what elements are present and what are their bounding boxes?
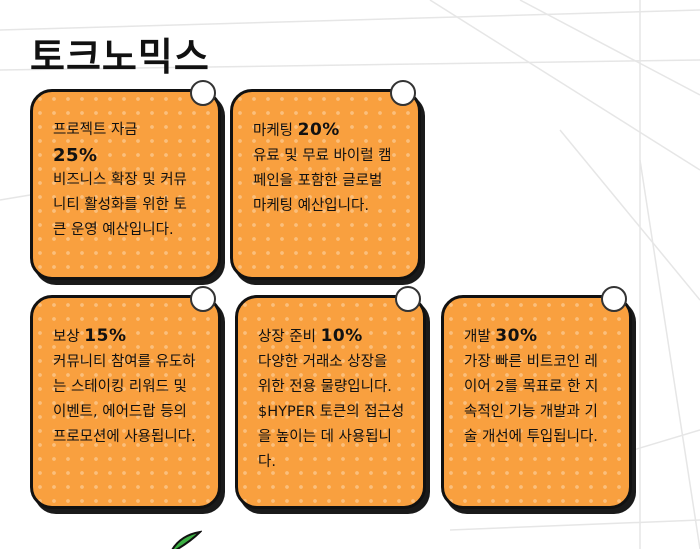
tokenomics-card-marketing: 마케팅 20% 유료 및 무료 바이럴 캠페인을 포함한 글로벌 마케팅 예산입… [230,80,421,280]
card-label: 프로젝트 자금 [53,122,138,138]
pin-icon [190,80,216,106]
card-label: 마케팅 [253,123,294,139]
card-label: 상장 준비 [258,329,316,345]
leaf-icon [171,530,202,549]
card-heading: 보상 15% [53,324,200,350]
card-description: 커뮤니티 참여를 유도하는 스테이킹 리워드 및 이벤트, 에어드랍 등의 프로… [53,354,196,445]
tokenomics-card-project-funds: 프로젝트 자금 25% 비즈니스 확장 및 커뮤니티 활성화를 위한 토큰 운영… [30,80,221,280]
tokenomics-card-rewards: 보상 15% 커뮤니티 참여를 유도하는 스테이킹 리워드 및 이벤트, 에어드… [30,286,221,509]
page-title: 토크노믹스 [30,35,210,79]
card-percent: 10% [320,326,363,346]
card-label: 보상 [53,329,80,345]
card-description: 비즈니스 확장 및 커뮤니티 활성화를 위한 토큰 운영 예산입니다. [53,172,187,238]
card-heading: 마케팅 20% [253,118,400,144]
card-description: 가장 빠른 비트코인 레이어 2를 목표로 한 지속적인 기능 개발과 기술 개… [464,354,599,445]
pin-icon [395,286,421,312]
card-percent: 25% [53,145,98,166]
card-percent: 15% [84,326,127,346]
card-description: 유료 및 무료 바이럴 캠페인을 포함한 글로벌 마케팅 예산입니다. [253,148,392,214]
pin-icon [601,286,627,312]
card-description: 다양한 거래소 상장을 위한 전용 물량입니다. $HYPER 토큰의 접근성을… [258,354,405,470]
card-heading: 개발 30% [464,324,611,350]
card-label: 개발 [464,329,491,345]
tokenomics-card-development: 개발 30% 가장 빠른 비트코인 레이어 2를 목표로 한 지속적인 기능 개… [441,286,632,509]
card-percent: 20% [297,120,340,140]
card-percent: 30% [495,326,538,346]
pin-icon [190,286,216,312]
tokenomics-card-listing: 상장 준비 10% 다양한 거래소 상장을 위한 전용 물량입니다. $HYPE… [235,286,426,509]
pin-icon [390,80,416,106]
card-heading: 상장 준비 10% [258,324,405,350]
